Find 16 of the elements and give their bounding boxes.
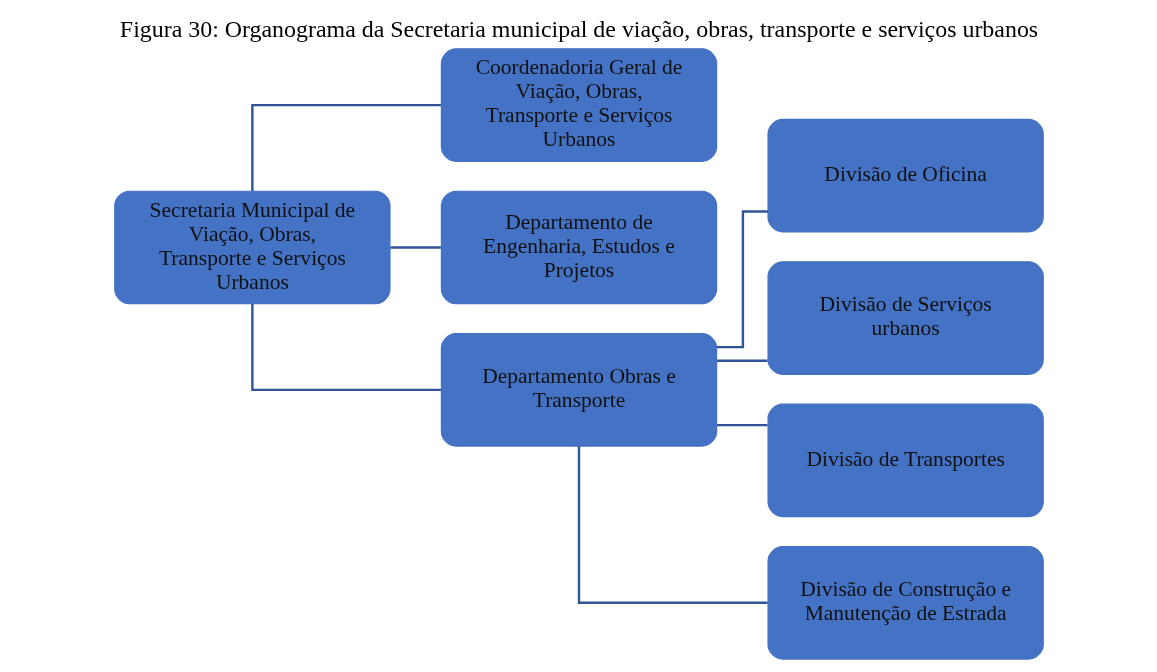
- node-box: Divisão de Oficina: [766, 118, 1044, 233]
- node-box: Departamento de Engenharia, Estudos e Projetos: [440, 190, 717, 305]
- node-box: Divisão de Construção e Manutenção de Estrada: [766, 546, 1044, 660]
- node-box: Secretaria Municipal de Viação, Obras, Transporte e Serviços Urbanos: [113, 190, 391, 305]
- connector: [716, 423, 768, 427]
- node-box: Divisão de Serviços urbanos: [766, 261, 1044, 375]
- connector: [716, 359, 768, 362]
- diagram-title: Figura 30: Organograma da Secretaria municipal de viação, obras, transporte e serviços urbanos: [119, 15, 1038, 42]
- node-box: Coordenadoria Geral de Viação, Obras, Transporte e Serviços Urbanos: [440, 48, 717, 162]
- connector: [716, 210, 768, 349]
- connector: [250, 303, 441, 392]
- connector: [389, 246, 441, 249]
- connector: [250, 103, 441, 192]
- connector: [577, 446, 768, 604]
- node-box: Divisão de Transportes: [766, 403, 1044, 518]
- node-box: Departamento Obras e Transporte: [440, 333, 717, 447]
